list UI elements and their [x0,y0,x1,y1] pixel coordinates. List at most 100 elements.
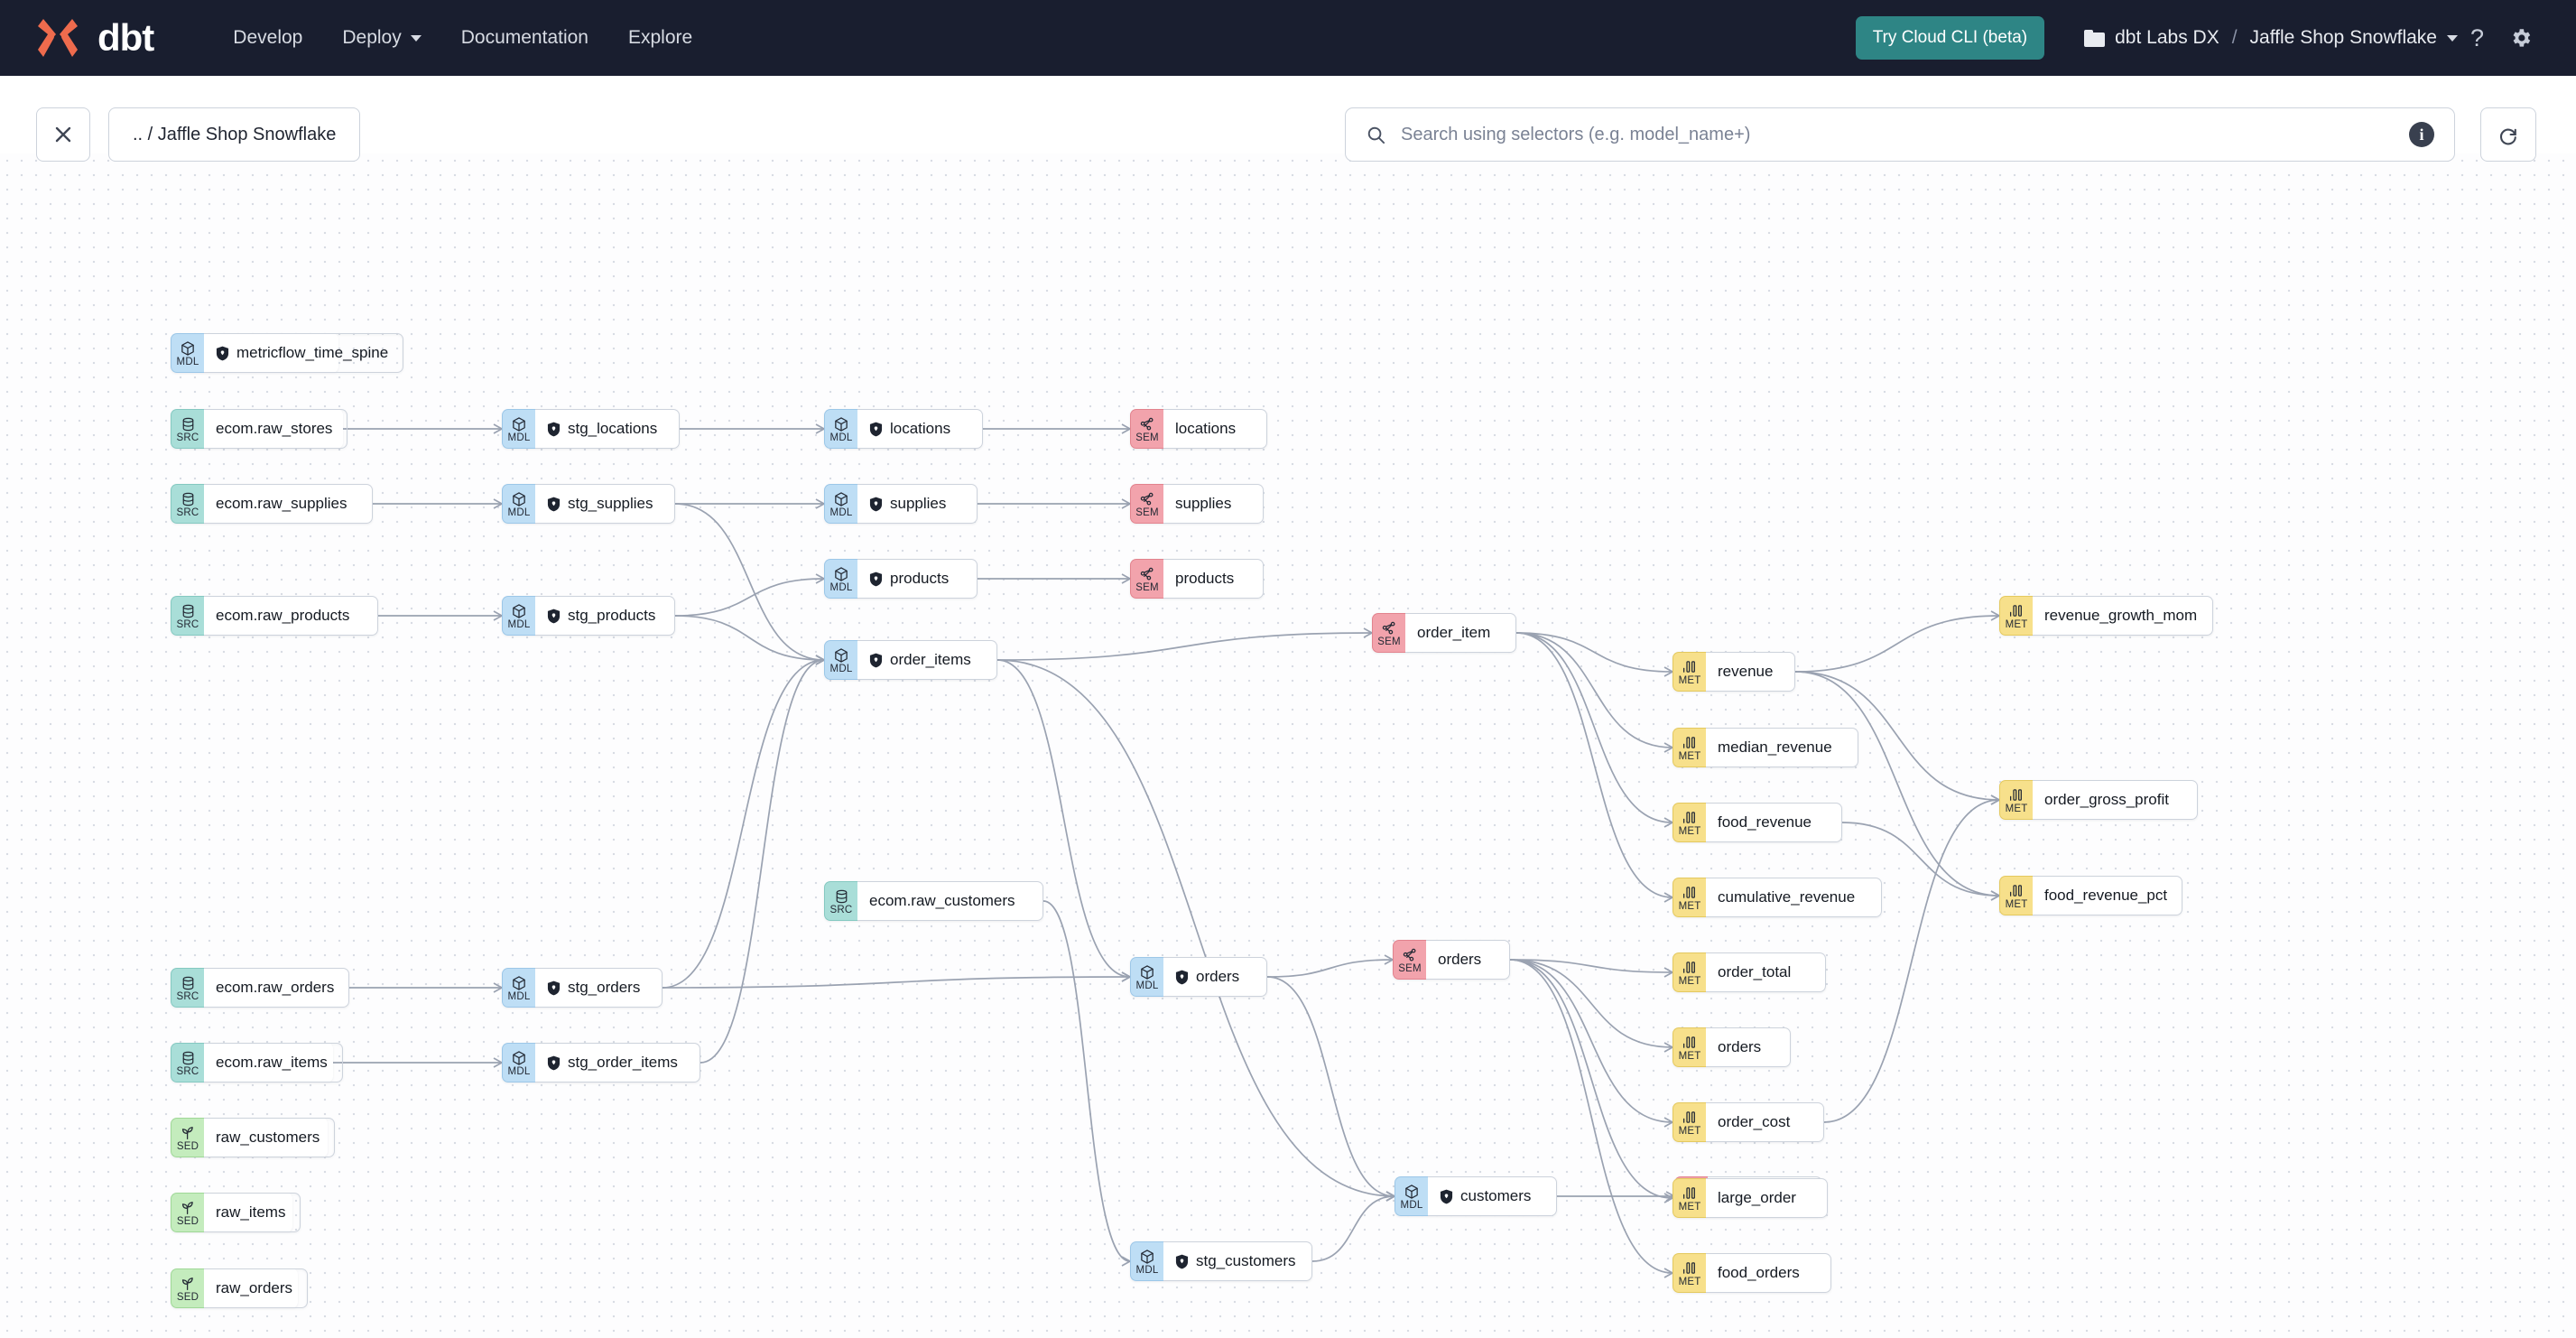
node-body: cumulative_revenue [1706,878,1882,917]
lineage-edge [996,659,1395,1197]
node-type-label: SRC [176,1066,199,1077]
lineage-edge [1509,959,1673,1199]
node-type-label: MDL [829,664,853,674]
chevron-down-icon[interactable] [2446,34,2458,42]
node-label: ecom.raw_stores [216,420,333,437]
cube-icon [1139,1249,1155,1264]
try-cloud-cli-button[interactable]: Try Cloud CLI (beta) [1855,16,2045,60]
dbt-logo[interactable]: dbt [36,15,154,60]
node-type-badge-sed: SED [171,1268,204,1308]
nav-link-deploy[interactable]: Deploy [322,18,440,58]
node-label: products [890,570,950,587]
cube-icon [1139,964,1155,980]
bar-chart-icon [1682,1110,1698,1125]
node-body: stg_supplies [535,484,675,524]
node-body: order_total [1706,952,1826,992]
nav-link-develop[interactable]: Develop [213,18,322,58]
node-type-label: SEM [1398,963,1422,974]
breadcrumb-project[interactable]: Jaffle Shop Snowflake [2249,27,2437,48]
node-body: food_orders [1706,1253,1831,1293]
node-type-badge-mdl: MDL [824,409,857,449]
lineage-node-met_cumulative_revenue[interactable]: MET cumulative_revenue [1673,878,1882,917]
contract-shield-icon [547,1055,561,1070]
cube-icon [833,416,849,432]
project-path-label: .. / Jaffle Shop Snowflake [133,124,337,144]
node-body: products [1163,559,1264,599]
search-input[interactable] [1401,124,2395,145]
project-path-button[interactable]: .. / Jaffle Shop Snowflake [108,107,361,162]
node-label: ecom.raw_products [216,607,350,624]
info-icon[interactable]: i [2409,122,2434,147]
nav-link-explore[interactable]: Explore [608,18,712,58]
database-icon [181,1050,196,1065]
node-type-label: SRC [829,905,853,915]
lineage-edge [1266,976,1395,1197]
search-bar[interactable]: i [1345,107,2455,162]
node-type-badge-mdl: MDL [824,484,857,524]
node-type-label: MET [1678,901,1701,912]
lineage-node-mdl_products[interactable]: MDL products [824,559,978,599]
help-icon[interactable]: ? [2469,23,2484,51]
lineage-edge [700,659,825,1064]
semantic-graph-icon [1381,620,1397,636]
bar-chart-icon [1682,960,1698,975]
contract-shield-icon [216,346,229,360]
node-label: food_orders [1718,1264,1800,1281]
nav-link-documentation[interactable]: Documentation [441,18,608,58]
dbt-logo-mark-icon [36,15,94,60]
node-type-badge-mdl: MDL [824,559,857,599]
nav-link-develop-label: Develop [233,27,303,48]
lineage-edge-arrow [1121,1256,1132,1267]
contract-shield-icon [869,571,883,586]
contract-shield-icon [1440,1189,1453,1203]
close-button[interactable] [36,107,90,162]
gear-icon[interactable] [2497,21,2545,55]
node-body: revenue_growth_mom [2033,596,2213,636]
breadcrumb-account[interactable]: dbt Labs DX [2115,27,2219,48]
refresh-button[interactable] [2480,107,2536,162]
node-label: raw_customers [216,1129,320,1146]
seedling-icon [180,1125,196,1140]
node-type-badge-sem: SEM [1372,613,1405,653]
cube-icon [511,975,527,990]
node-body: stg_order_items [535,1043,700,1082]
